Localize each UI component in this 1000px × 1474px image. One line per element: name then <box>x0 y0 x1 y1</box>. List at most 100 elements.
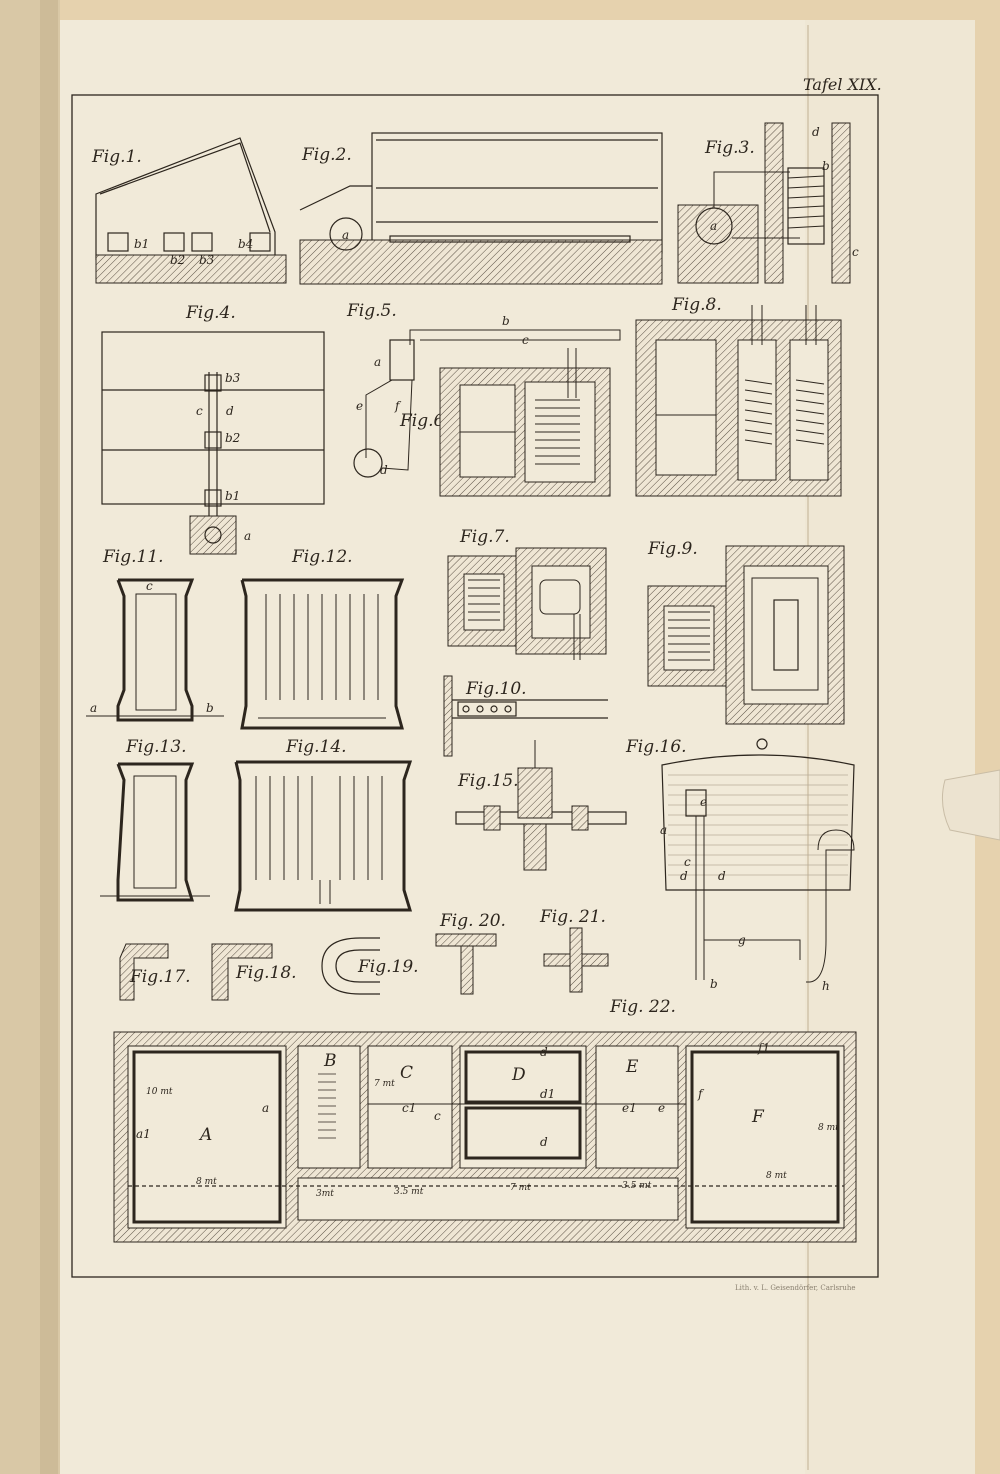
plate-frame <box>71 94 879 1278</box>
fig20-tee: Fig. 20. <box>435 911 506 995</box>
fig5-a: a <box>374 355 381 369</box>
fig17-label: Fig.17. <box>129 967 191 987</box>
fig6-furnace-coil-section: Fig.6. <box>399 348 611 497</box>
fig9-plan-view: Fig.9. <box>647 539 845 725</box>
dim-room-a-width: 8 mt <box>196 1177 217 1187</box>
fig16-g: g <box>738 933 746 947</box>
fig5-c: c <box>522 333 529 347</box>
fig11-c: c <box>146 579 153 593</box>
fig4-a: a <box>244 529 251 543</box>
fig21-cross: Fig. 21. <box>539 907 609 993</box>
fig21-label: Fig. 21. <box>539 907 606 927</box>
fig3-a: a <box>710 219 717 233</box>
fig2-a: a <box>342 228 349 242</box>
dim-room-e-width: 3.5 mt <box>622 1181 652 1191</box>
fig1-label: Fig.1. <box>91 147 142 167</box>
fig13-pedestal-heater: Fig.13. <box>100 737 210 902</box>
fig4-b2: b2 <box>225 431 240 445</box>
dim-room-c-width: 3.5 mt <box>394 1187 424 1197</box>
pipe-e1: e1 <box>622 1101 637 1115</box>
fig22-floor-plan: Fig. 22. A B C D E F a a1 <box>113 997 857 1243</box>
fig16-c: c <box>684 855 691 869</box>
fig2-label: Fig.2. <box>301 145 352 165</box>
fig3-boiler-coil: Fig.3. a b c d <box>677 122 859 284</box>
fig1-b3: b3 <box>199 253 215 267</box>
dim-room-f-width: 8 mt <box>766 1171 787 1181</box>
fig4-b1: b1 <box>225 489 240 503</box>
fig2-greenhouse-boiler: Fig.2. a <box>299 132 663 285</box>
fig16-d-right: d <box>718 869 726 883</box>
fig16-water-heater-apparatus: Fig.16. e a c d d g b h <box>625 737 855 993</box>
pipe-d1: d1 <box>540 1087 555 1101</box>
fig15-label: Fig.15. <box>457 771 519 791</box>
dim-stair-width: 3mt <box>316 1189 334 1199</box>
room-D: D <box>511 1065 526 1085</box>
fig1-b2: b2 <box>170 253 185 267</box>
fig4-d: d <box>226 404 234 418</box>
room-F: F <box>751 1107 765 1127</box>
fig5-e: e <box>356 399 363 413</box>
fig3-d: d <box>812 125 820 139</box>
fig1-greenhouse-section: Fig.1. b1 b2 b3 b4 <box>91 137 287 284</box>
room-A: A <box>198 1125 212 1145</box>
pipe-a: a <box>262 1101 269 1115</box>
fig20-label: Fig. 20. <box>439 911 506 931</box>
fig13-label: Fig.13. <box>125 737 187 757</box>
fig14-label: Fig.14. <box>285 737 347 757</box>
pipe-d-bottom: d <box>540 1135 548 1149</box>
fig5-b: b <box>502 314 510 328</box>
pipe-f: f <box>697 1087 705 1101</box>
fig16-a: a <box>660 823 667 837</box>
fig16-b: b <box>710 977 718 991</box>
dim-room-f-height: 8 mt <box>818 1123 839 1133</box>
fig16-e: e <box>700 795 707 809</box>
fig9-label: Fig.9. <box>647 539 698 559</box>
fig7-label: Fig.7. <box>459 527 510 547</box>
dim-room-c-height: 7 mt <box>374 1079 395 1089</box>
dim-room-a-height: 10 mt <box>146 1087 173 1097</box>
fig11-pedestal-heater: Fig.11. c a b <box>86 547 224 722</box>
fig4-b3: b3 <box>225 371 241 385</box>
fig1-b4: b4 <box>238 237 253 251</box>
dim-room-d-width: 7 mt <box>510 1183 531 1193</box>
plate-title: Tafel XIX. <box>803 75 882 94</box>
pipe-f1: f1 <box>757 1041 770 1055</box>
fig17-elbow: Fig.17. <box>119 943 191 1001</box>
fig5-expansion-loop: Fig.5. a b c e f d <box>346 301 621 478</box>
fig16-d-left: d <box>680 869 688 883</box>
fig15-valve-fitting: Fig.15. <box>455 740 627 871</box>
pipe-c: c <box>434 1109 441 1123</box>
fig19-label: Fig.19. <box>357 957 419 977</box>
fig11-a: a <box>90 701 97 715</box>
fig3-c: c <box>852 245 859 259</box>
fig6-label: Fig.6. <box>399 411 450 431</box>
fig14-coil-radiator: Fig.14. <box>234 737 413 912</box>
fig5-d: d <box>380 463 388 477</box>
room-E: E <box>625 1057 639 1077</box>
pipe-d-top: d <box>540 1045 548 1059</box>
fig8-label: Fig.8. <box>671 295 722 315</box>
fig16-label: Fig.16. <box>625 737 687 757</box>
fig12-coil-radiator: Fig.12. <box>240 547 405 730</box>
pipe-c1: c1 <box>402 1101 416 1115</box>
fig7-plan-view: Fig.7. <box>447 527 607 660</box>
pipe-e: e <box>658 1101 665 1115</box>
fig5-f: f <box>394 399 402 413</box>
fig3-label: Fig.3. <box>704 138 755 158</box>
room-B: B <box>323 1051 337 1071</box>
fig4-multi-storey-elevation: Fig.4. b3 b2 b1 c d a <box>101 303 325 555</box>
fig4-label: Fig.4. <box>185 303 236 323</box>
fig18-label: Fig.18. <box>235 963 297 983</box>
fig11-label: Fig.11. <box>102 547 164 567</box>
fig11-b: b <box>206 701 214 715</box>
fig8-furnace-double-coil: Fig.8. <box>635 295 842 497</box>
fig10-floor-channel: Fig.10. <box>443 675 608 757</box>
fig5-label: Fig.5. <box>346 301 397 321</box>
fig18-angle: Fig.18. <box>211 943 297 1001</box>
fig19-u-bend: Fig.19. <box>321 937 419 995</box>
fig10-label: Fig.10. <box>465 679 527 699</box>
pipe-a1: a1 <box>136 1127 151 1141</box>
fig3-b: b <box>822 159 830 173</box>
room-C: C <box>400 1063 413 1083</box>
